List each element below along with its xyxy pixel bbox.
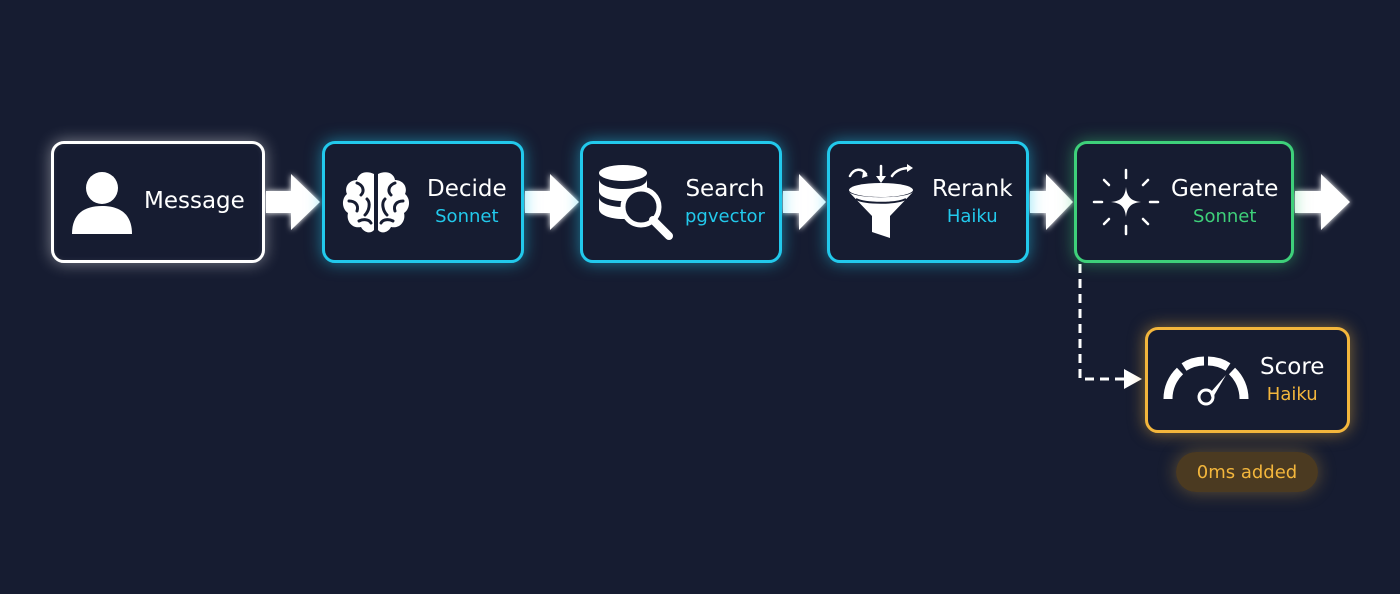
node-message: Message — [51, 141, 265, 263]
node-generate-title: Generate — [1171, 176, 1279, 203]
brain-icon — [339, 169, 413, 235]
arrow-search-to-rerank — [783, 174, 826, 230]
node-generate-subtitle: Sonnet — [1193, 206, 1257, 227]
node-decide-title: Decide — [427, 176, 507, 203]
node-decide: Decide Sonnet — [322, 141, 524, 263]
sparkle-icon — [1091, 167, 1161, 237]
node-search-subtitle: pgvector — [685, 206, 765, 227]
node-score: Score Haiku — [1145, 327, 1350, 433]
node-message-title: Message — [144, 188, 245, 215]
node-search: Search pgvector — [580, 141, 782, 263]
arrow-generate-out — [1295, 174, 1350, 230]
node-decide-subtitle: Sonnet — [435, 206, 499, 227]
node-rerank-subtitle: Haiku — [946, 206, 998, 227]
node-search-title: Search — [685, 176, 765, 203]
arrow-rerank-to-generate — [1030, 174, 1073, 230]
node-score-title: Score — [1260, 354, 1325, 381]
arrow-message-to-decide — [266, 174, 320, 230]
latency-badge: 0ms added — [1176, 452, 1318, 492]
arrow-decide-to-search — [525, 174, 579, 230]
database-search-icon — [597, 163, 677, 241]
node-rerank-title: Rerank — [932, 176, 1013, 203]
dashed-connector-arrowhead — [1124, 369, 1142, 389]
funnel-icon — [844, 162, 918, 242]
gauge-icon — [1162, 353, 1250, 407]
node-generate: Generate Sonnet — [1074, 141, 1294, 263]
person-icon — [70, 168, 134, 236]
node-score-subtitle: Haiku — [1266, 384, 1318, 405]
dashed-connector-generate-to-score — [1078, 264, 1126, 381]
node-rerank: Rerank Haiku — [827, 141, 1029, 263]
